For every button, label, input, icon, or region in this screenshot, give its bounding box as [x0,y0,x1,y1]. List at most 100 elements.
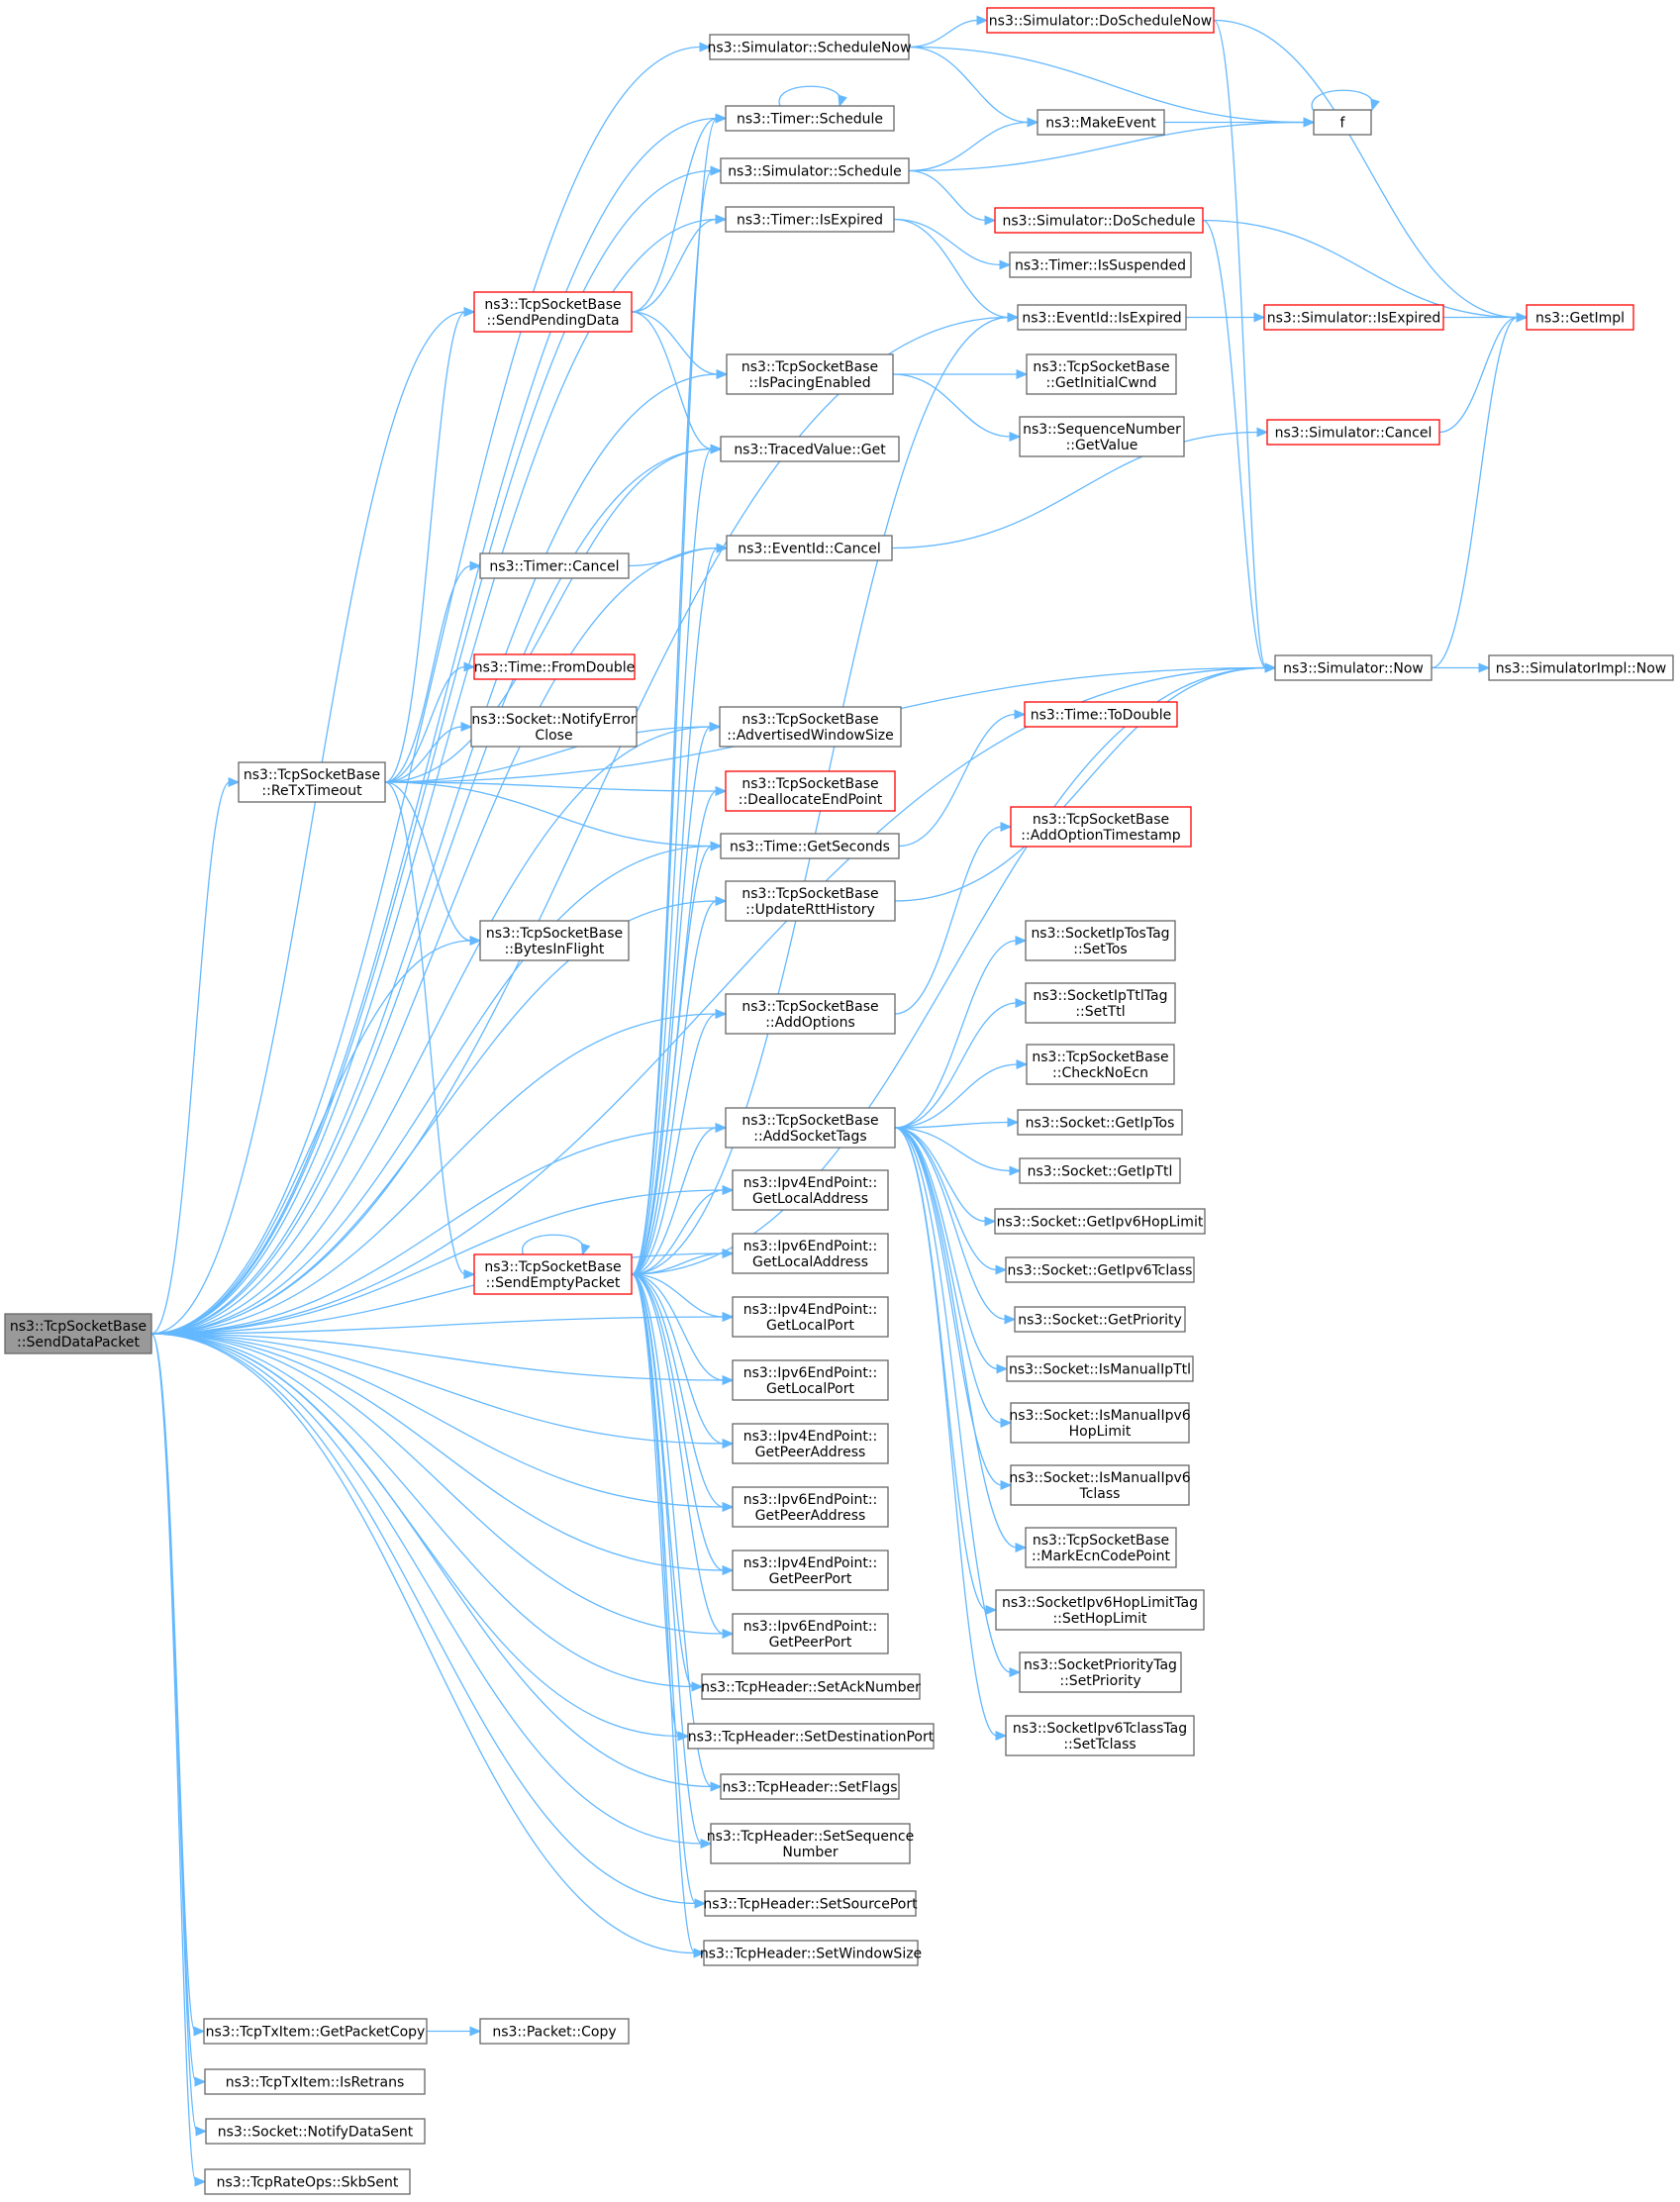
node-setpriority[interactable]: ns3::SocketPriorityTag::SetPriority [1019,1652,1182,1693]
edge-root-to-ipv4-peerport [150,1333,735,1575]
node-setdestport[interactable]: ns3::TcpHeader::SetDestinationPort [687,1723,935,1750]
node-sim-schedule[interactable]: ns3::Simulator::Schedule [720,157,910,184]
edge-send-empty-to-sim-schedule [631,165,723,1275]
node-f[interactable]: f [1313,109,1372,136]
edge-retx-to-time-fromdouble [384,661,476,783]
node-label: ns3::Socket::IsManualIpv6 [1009,1470,1190,1486]
node-send-empty[interactable]: ns3::TcpSocketBase::SendEmptyPacket [473,1253,633,1295]
node-ipv4-peeraddr[interactable]: ns3::Ipv4EndPoint::GetPeerAddress [732,1423,889,1464]
node-notifydatasent[interactable]: ns3::Socket::NotifyDataSent [205,2118,426,2145]
node-setsrcport[interactable]: ns3::TcpHeader::SetSourcePort [703,1890,918,1917]
edge-send-empty-to-eventid-cancel [631,543,729,1275]
node-skbsent[interactable]: ns3::TcpRateOps::SkbSent [204,2168,411,2195]
node-send-pending[interactable]: ns3::TcpSocketBase::SendPendingData [473,291,633,333]
node-pacing[interactable]: ns3::TcpSocketBase::IsPacingEnabled [726,353,894,395]
node-ipv4-peerport[interactable]: ns3::Ipv4EndPoint::GetPeerPort [732,1550,889,1591]
node-eventid-isexpired[interactable]: ns3::EventId::IsExpired [1017,304,1187,331]
node-simimpl-now[interactable]: ns3::SimulatorImpl::Now [1488,654,1674,681]
node-ipv4-localport[interactable]: ns3::Ipv4EndPoint::GetLocalPort [732,1296,889,1338]
node-box [1017,304,1187,331]
edge-sim-schedule-to-do-schedule [908,169,997,226]
node-label: ns3::TcpHeader::SetFlags [722,1780,897,1796]
edge-send-empty-to-setsrcport [631,1273,707,1909]
node-box [725,1107,896,1149]
node-setacknumber[interactable]: ns3::TcpHeader::SetAckNumber [701,1673,921,1700]
edge-arrowhead [722,1249,735,1258]
node-make-event[interactable]: ns3::MakeEvent [1037,109,1165,136]
node-seq-getvalue[interactable]: ns3::SequenceNumber::GetValue [1019,416,1185,457]
node-ipv6-localport[interactable]: ns3::Ipv6EndPoint::GetLocalPort [732,1359,889,1401]
node-update-rtt[interactable]: ns3::TcpSocketBase::UpdateRttHistory [725,880,896,922]
edge-add-socket-tags-to-ismanualipv6hop [894,1127,1013,1428]
node-adv-window[interactable]: ns3::TcpSocketBase::AdvertisedWindowSize [719,706,902,748]
node-retx[interactable]: ns3::TcpSocketBase::ReTxTimeout [238,761,386,803]
node-ipv6-peerport[interactable]: ns3::Ipv6EndPoint::GetPeerPort [732,1613,889,1654]
edge-add-socket-tags-to-ismanualipv6tclass [894,1127,1013,1490]
node-ipv4-localaddr[interactable]: ns3::Ipv4EndPoint::GetLocalAddress [732,1169,889,1211]
edge-line [150,1333,725,1635]
node-box [687,1723,935,1750]
node-ipv6-peeraddr[interactable]: ns3::Ipv6EndPoint::GetPeerAddress [732,1486,889,1528]
node-sim-cancel[interactable]: ns3::Simulator::Cancel [1266,419,1440,446]
node-packet-copy[interactable]: ns3::Packet::Copy [479,2018,630,2045]
node-do-sched-now[interactable]: ns3::Simulator::DoScheduleNow [986,7,1215,34]
node-timer-schedule[interactable]: ns3::Timer::Schedule [725,105,895,132]
edge-sim-schedule-to-make-event [908,117,1039,172]
node-getpriority[interactable]: ns3::Socket::GetPriority [1014,1306,1186,1333]
node-getipv6hop[interactable]: ns3::Socket::GetIpv6HopLimit [994,1208,1206,1235]
node-markecn[interactable]: ns3::TcpSocketBase::MarkEcnCodePoint [1025,1527,1177,1568]
node-getimpl[interactable]: ns3::GetImpl [1526,304,1634,331]
node-isretrans[interactable]: ns3::TcpTxItem::IsRetrans [204,2068,426,2095]
node-timer-cancel[interactable]: ns3::Timer::Cancel [479,552,630,579]
node-setflags[interactable]: ns3::TcpHeader::SetFlags [720,1773,900,1800]
node-label: ns3::SocketIpTtlTag [1033,988,1167,1004]
node-box [732,1169,889,1211]
node-add-opt-ts[interactable]: ns3::TcpSocketBase::AddOptionTimestamp [1010,806,1192,848]
node-checknoecn[interactable]: ns3::TcpSocketBase::CheckNoEcn [1026,1044,1175,1085]
node-getseconds[interactable]: ns3::Time::GetSeconds [720,833,900,859]
node-time-todouble[interactable]: ns3::Time::ToDouble [1024,701,1178,728]
node-sim-now[interactable]: ns3::Simulator::Now [1274,654,1433,681]
node-sched-now[interactable]: ns3::Simulator::ScheduleNow [707,34,912,60]
edge-line [894,1127,1012,1172]
edge-line [1311,89,1374,111]
node-sim-isexpired[interactable]: ns3::Simulator::IsExpired [1263,304,1444,331]
node-traced-get[interactable]: ns3::TracedValue::Get [720,436,900,462]
node-ismanualipttl[interactable]: ns3::Socket::IsManualIpTtl [1006,1355,1194,1382]
edge-eventid-isexpired-to-sim-isexpired [1186,312,1266,323]
node-time-fromdouble[interactable]: ns3::Time::FromDouble [473,653,636,680]
node-getipttl[interactable]: ns3::Socket::GetIpTtl [1019,1157,1181,1184]
node-settos[interactable]: ns3::SocketIpTosTag::SetTos [1025,920,1176,961]
node-getpacketcopy[interactable]: ns3::TcpTxItem::GetPacketCopy [203,2018,428,2045]
node-ipv6-localaddr[interactable]: ns3::Ipv6EndPoint::GetLocalAddress [732,1233,889,1274]
node-sethoplimit[interactable]: ns3::SocketIpv6HopLimitTag::SetHopLimit [995,1589,1205,1631]
edge-line [150,311,466,1335]
node-eventid-cancel[interactable]: ns3::EventId::Cancel [726,535,893,561]
node-label: ns3::SocketIpv6TclassTag [1013,1721,1187,1737]
node-getiptos[interactable]: ns3::Socket::GetIpTos [1017,1109,1183,1136]
node-timer-issuspended[interactable]: ns3::Timer::IsSuspended [1009,251,1192,278]
node-do-schedule[interactable]: ns3::Simulator::DoSchedule [994,207,1204,234]
node-add-socket-tags[interactable]: ns3::TcpSocketBase::AddSocketTags [725,1107,896,1149]
edge-send-empty-to-setwinsize [631,1273,706,1958]
node-label: ns3::Socket::NotifyDataSent [218,2125,414,2141]
node-add-options[interactable]: ns3::TcpSocketBase::AddOptions [725,993,896,1035]
node-initcwnd[interactable]: ns3::TcpSocketBase::GetInitialCwnd [1026,353,1177,395]
node-bytes-inflight[interactable]: ns3::TcpSocketBase::BytesInFlight [479,920,630,961]
node-box [732,1550,889,1591]
node-setttl[interactable]: ns3::SocketIpTtlTag::SetTtl [1025,982,1176,1024]
node-box [709,34,910,60]
node-settclass[interactable]: ns3::SocketIpv6TclassTag::SetTclass [1005,1715,1195,1756]
node-timer-isexpired[interactable]: ns3::Timer::IsExpired [725,206,895,233]
node-getipv6tclass[interactable]: ns3::Socket::GetIpv6Tclass [1005,1256,1195,1283]
node-setwinsize[interactable]: ns3::TcpHeader::SetWindowSize [700,1940,922,1966]
edge-arrowhead [710,165,723,176]
node-label: ns3::Simulator::DoScheduleNow [989,14,1212,30]
edge-timer-isexpired-to-timer-issuspended [893,218,1012,270]
node-root[interactable]: ns3::TcpSocketBase::SendDataPacket [4,1313,152,1354]
node-dealloc[interactable]: ns3::TcpSocketBase::DeallocateEndPoint [725,770,896,812]
